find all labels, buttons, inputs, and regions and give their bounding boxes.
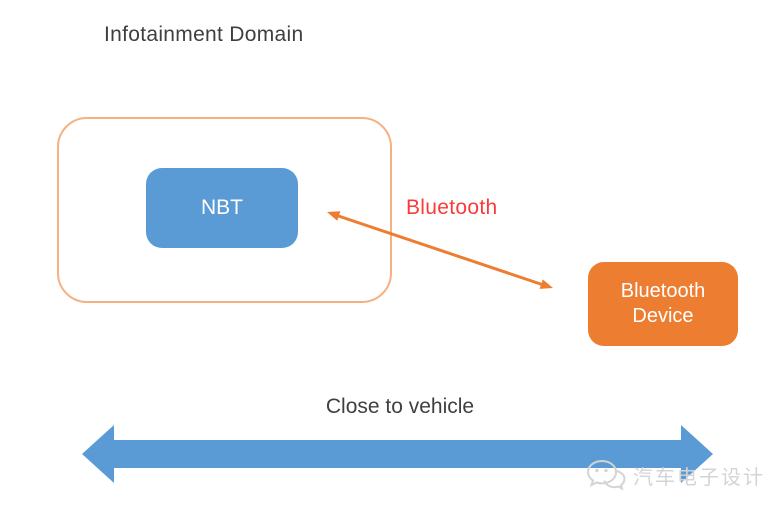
proximity-label: Close to vehicle bbox=[325, 395, 475, 418]
watermark-text: 汽车电子设计 bbox=[633, 466, 765, 489]
watermark: 汽车电子设计 bbox=[585, 458, 765, 492]
bluetooth-connection-arrowhead-right-icon bbox=[539, 279, 553, 289]
wechat-logo-icon bbox=[586, 459, 626, 491]
infotainment-domain-container bbox=[57, 117, 392, 303]
bluetooth-link-label: Bluetooth bbox=[406, 196, 498, 219]
nbt-node: NBT bbox=[146, 168, 298, 248]
page-title: Infotainment Domain bbox=[104, 23, 304, 46]
bluetooth-device-node-label: Bluetooth Device bbox=[620, 280, 706, 327]
bluetooth-device-node: Bluetooth Device bbox=[588, 262, 738, 346]
nbt-node-label: NBT bbox=[201, 195, 243, 219]
